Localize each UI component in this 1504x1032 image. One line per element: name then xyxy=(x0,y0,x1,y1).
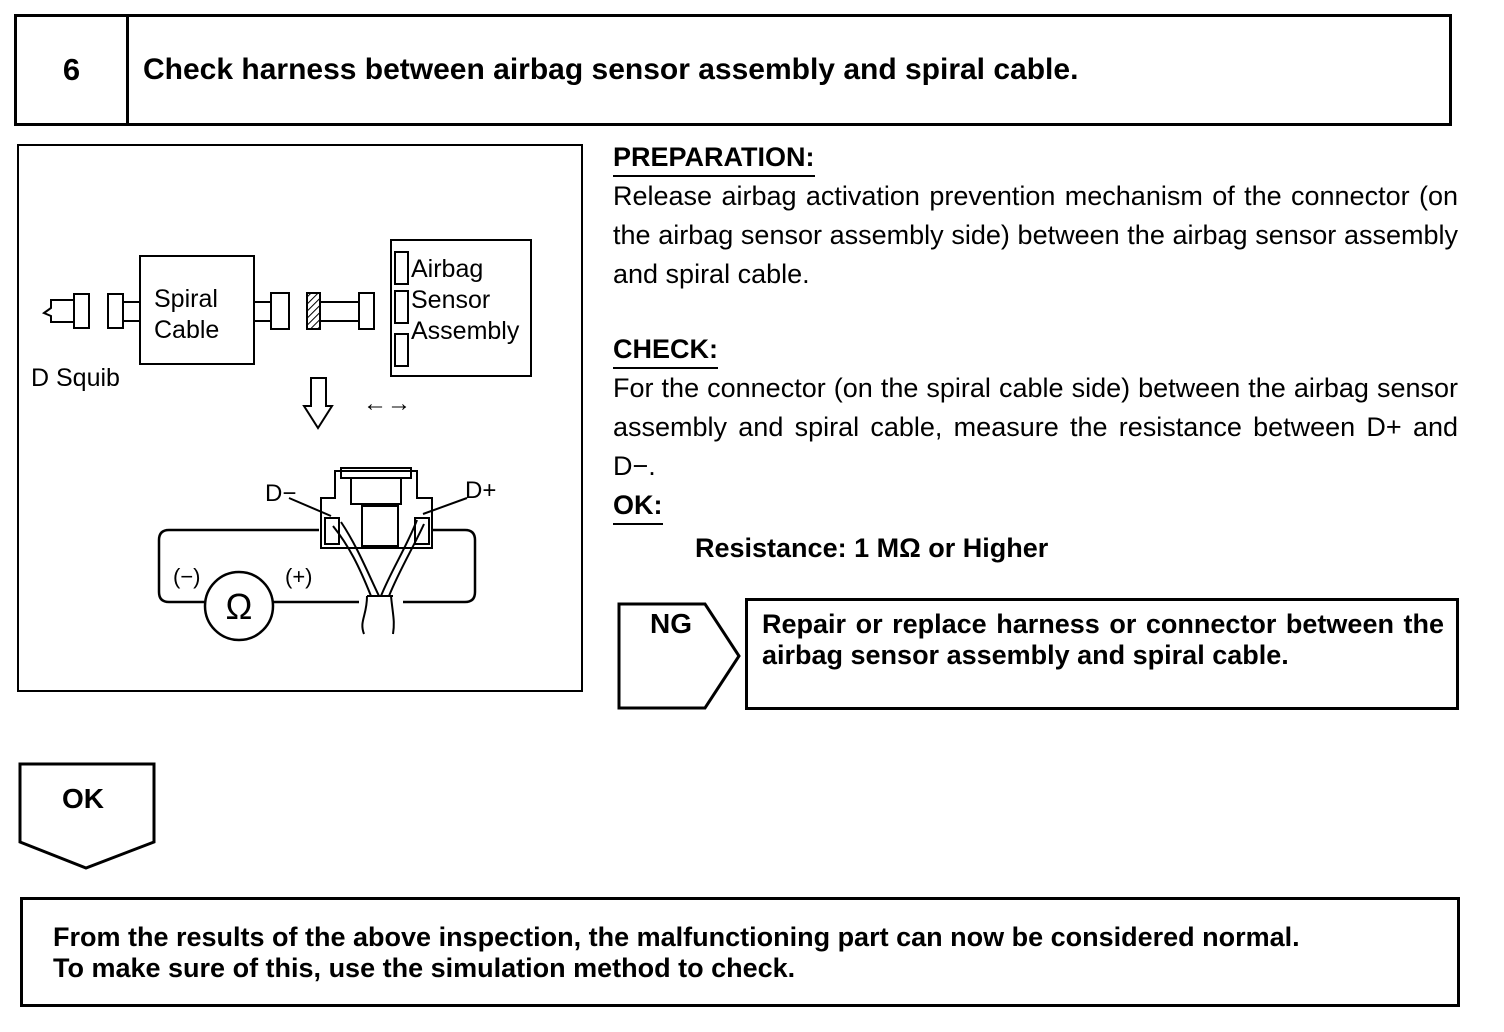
check-text: For the connector (on the spiral cable s… xyxy=(613,373,1458,481)
meter-positive-label: (+) xyxy=(285,564,313,589)
airbag-sensor-label-1: Airbag xyxy=(411,255,483,283)
ohmmeter-icon xyxy=(203,570,275,642)
ng-arrow-icon xyxy=(617,602,741,710)
ok-arrow-icon xyxy=(18,762,156,870)
connector-closeup xyxy=(288,467,468,635)
d-squib-label: D Squib xyxy=(31,364,120,392)
down-arrow-icon xyxy=(302,377,334,430)
meter-circuit xyxy=(157,528,477,604)
connection-diagram: Spiral Cable Airbag Sensor Asse xyxy=(17,144,583,692)
ok-heading: OK: xyxy=(613,489,663,525)
ng-label: NG xyxy=(650,608,692,639)
spiral-cable-label-1: Spiral xyxy=(154,285,218,313)
step-header: 6 Check harness between airbag sensor as… xyxy=(14,14,1452,126)
instructions-column: PREPARATION: Release airbag activation p… xyxy=(613,138,1458,568)
result-line-2: To make sure of this, use the simulation… xyxy=(53,953,796,983)
spiral-cable-label-2: Cable xyxy=(154,316,219,344)
spiral-cable-connector xyxy=(254,292,290,330)
airbag-sensor-label-3: Assembly xyxy=(411,317,520,345)
sensor-side-connector xyxy=(306,292,375,330)
result-box: From the results of the above inspection… xyxy=(20,897,1460,1007)
resistance-spec: Resistance: 1 MΩ or Higher xyxy=(695,533,1049,563)
spiral-cable-box xyxy=(139,255,255,365)
airbag-sensor-label-2: Sensor xyxy=(411,286,490,314)
preparation-heading: PREPARATION: xyxy=(613,141,815,177)
check-heading: CHECK: xyxy=(613,333,718,369)
d-minus-label: D− xyxy=(265,480,296,507)
sensor-terminals xyxy=(394,251,409,367)
meter-negative-label: (−) xyxy=(173,564,201,589)
step-title: Check harness between airbag sensor asse… xyxy=(143,53,1079,86)
ok-label: OK xyxy=(62,783,104,814)
diagram-svg: Spiral Cable Airbag Sensor Asse xyxy=(31,239,532,642)
ohm-symbol: Ω xyxy=(226,586,253,627)
airbag-sensor-assembly-box xyxy=(390,239,532,377)
disconnect-arrows-icon: ←→ xyxy=(363,390,411,417)
squib-connector xyxy=(41,293,140,329)
ng-action-box: Repair or replace harness or connector b… xyxy=(745,598,1459,710)
step-number: 6 xyxy=(17,17,129,123)
d-plus-label: D+ xyxy=(465,477,496,504)
preparation-text: Release airbag activation prevention mec… xyxy=(613,181,1458,289)
result-line-1: From the results of the above inspection… xyxy=(53,922,1300,952)
